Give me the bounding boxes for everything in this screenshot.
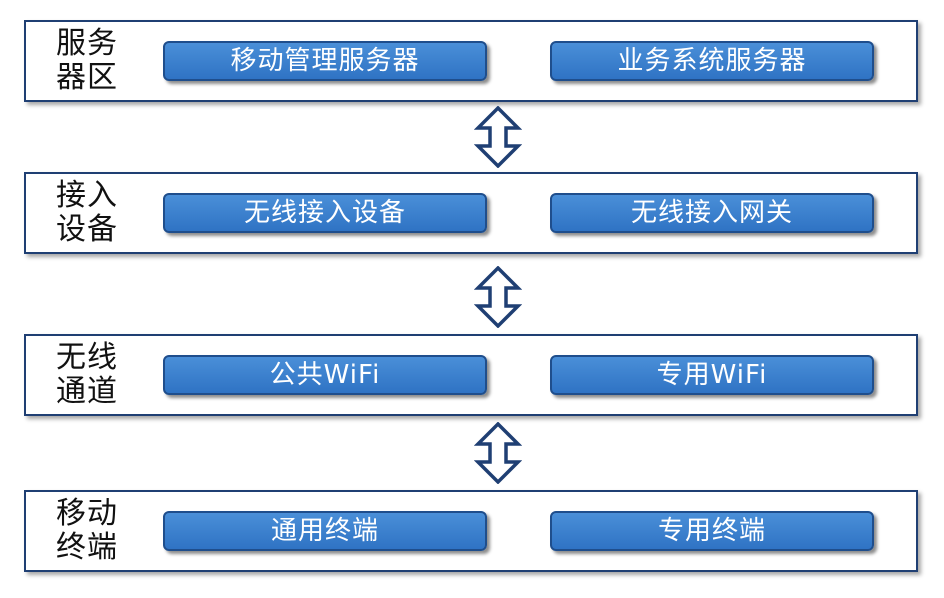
- node-general-terminal: 通用终端: [163, 511, 487, 551]
- layer-label: 服务器区: [56, 26, 118, 95]
- layer-mobile-terminal: 移动终端 通用终端 专用终端: [24, 490, 918, 572]
- node-business-system-server: 业务系统服务器: [550, 41, 874, 81]
- layer-label: 接入设备: [56, 178, 118, 247]
- layer-label: 移动终端: [56, 496, 118, 565]
- layer-label: 无线通道: [56, 340, 118, 409]
- layer-access-devices: 接入设备 无线接入设备 无线接入网关: [24, 172, 918, 254]
- node-wireless-access-device: 无线接入设备: [163, 193, 487, 233]
- layer-server-zone: 服务器区 移动管理服务器 业务系统服务器: [24, 20, 918, 102]
- node-public-wifi: 公共WiFi: [163, 355, 487, 395]
- node-private-wifi: 专用WiFi: [550, 355, 874, 395]
- node-wireless-access-gateway: 无线接入网关: [550, 193, 874, 233]
- bidirectional-arrow-icon: [474, 422, 522, 484]
- node-mobile-management-server: 移动管理服务器: [163, 41, 487, 81]
- node-dedicated-terminal: 专用终端: [550, 511, 874, 551]
- layer-wireless-channel: 无线通道 公共WiFi 专用WiFi: [24, 334, 918, 416]
- bidirectional-arrow-icon: [474, 266, 522, 328]
- bidirectional-arrow-icon: [474, 106, 522, 168]
